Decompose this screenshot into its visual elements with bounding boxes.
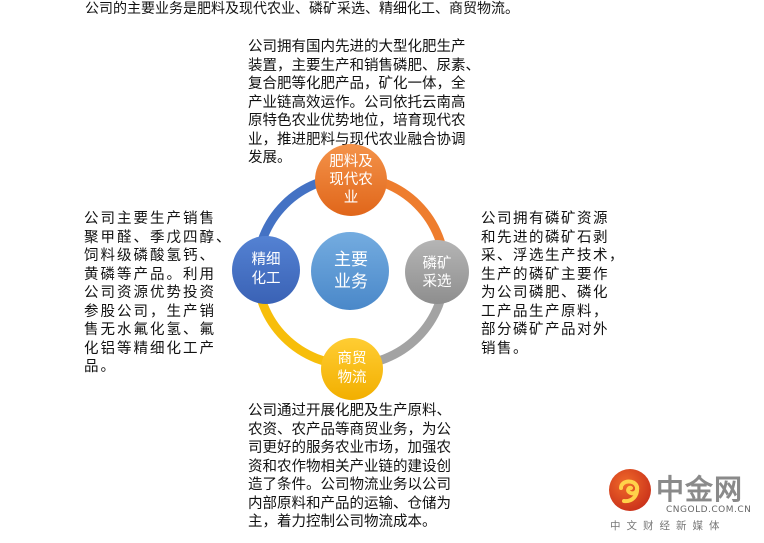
desc-line: 为公司磷肥、磷化 — [481, 285, 609, 301]
node-chemicals-circle — [232, 236, 300, 304]
desc-line: 主，着力控制公司物流成本。 — [248, 514, 437, 530]
cngold-logo-icon — [609, 469, 651, 511]
desc-line: 司更好的服务农业市场，加强农 — [248, 440, 451, 456]
desc-line: 化铝等精细化工产 — [84, 340, 216, 357]
node-fertilizer-circle — [315, 144, 387, 216]
desc-line: 品。 — [84, 359, 117, 375]
desc-line: 参股公司，生产销 — [84, 303, 216, 320]
node-label-line: 物流 — [337, 370, 367, 386]
intro-text: 公司的主要业务是肥料及现代农业、磷矿采选、精细化工、商贸物流。 — [85, 1, 519, 17]
desc-line: 生产的磷矿主要作 — [481, 266, 609, 283]
center-circle — [311, 232, 389, 310]
desc-line: 公司资源优势投资 — [84, 285, 216, 301]
desc-line: 公司通过开展化肥及生产原料、 — [248, 403, 451, 419]
desc-line: 农资、农产品等商贸业务，为公 — [248, 421, 451, 438]
desc-line: 公司主要生产销售 — [84, 211, 216, 227]
desc-line: 采、浮选生产技术， — [481, 248, 625, 264]
desc-line: 部分磷矿产品对外 — [481, 322, 609, 338]
desc-line: 原特色农业优势地位，培育现代农 — [248, 113, 466, 129]
desc-line: 和先进的磷矿石剥 — [481, 229, 609, 246]
node-label-line: 商贸 — [337, 351, 367, 367]
desc-line: 饲料级磷酸氢钙、 — [84, 248, 216, 264]
desc-line: 业，推进肥料与现代农业融合协调 — [248, 131, 466, 148]
desc-line: 黄磷等产品。利用 — [84, 266, 216, 283]
desc-line: 公司拥有磷矿资源 — [481, 211, 609, 227]
desc-line: 内部原料和产品的运输、仓储为 — [248, 495, 451, 512]
node-label-line: 现代农 — [329, 172, 373, 188]
desc-line: 装置，主要生产和销售磷肥、尿素、 — [248, 57, 480, 74]
node-mining-circle — [405, 240, 469, 304]
description-fertilizer: 公司拥有国内先进的大型化肥生产 装置，主要生产和销售磷肥、尿素、 复合肥等化肥产… — [248, 38, 484, 168]
desc-line: 聚甲醛、季戊四醇、 — [84, 229, 233, 246]
desc-line: 发展。 — [248, 150, 292, 166]
node-label-line: 化工 — [251, 271, 281, 287]
desc-line: 造了条件。公司物流业务以公司 — [248, 477, 451, 493]
center-label-line: 业务 — [334, 272, 368, 292]
node-fertilizer-label: 肥料及 现代农 业 — [316, 153, 386, 207]
desc-line: 产业链高效运作。公司依托云南高 — [248, 94, 466, 111]
desc-line: 售无水氟化氢、氟 — [84, 322, 216, 338]
description-fine-chemicals: 公司主要生产销售 聚甲醛、季戊四醇、 饲料级磷酸氢钙、 黄磷等产品。利用 公司资… — [84, 210, 236, 377]
node-mining-label: 磷矿 采选 — [407, 254, 467, 292]
watermark-tagline: 中文财经新媒体 — [610, 520, 726, 532]
desc-line: 销售。 — [481, 340, 529, 357]
node-chemicals-label: 精细 化工 — [236, 251, 296, 289]
description-trade-logistics: 公司通过开展化肥及生产原料、 农资、农产品等商贸业务，为公 司更好的服务农业市场… — [248, 402, 484, 532]
node-label-line: 肥料及 — [329, 154, 373, 170]
desc-line: 工产品生产原料， — [481, 303, 609, 320]
node-label-line: 磷矿 — [422, 256, 452, 272]
center-label-line: 主要 — [334, 250, 368, 270]
node-label-line: 采选 — [422, 274, 452, 290]
desc-line: 公司拥有国内先进的大型化肥生产 — [248, 39, 466, 55]
node-logistics-label: 商贸 物流 — [322, 350, 382, 388]
watermark-url: CNGOLD.COM.CN — [666, 505, 752, 515]
watermark-name: 中金网 — [656, 473, 744, 506]
desc-line: 资和农作物相关产业链的建设创 — [248, 458, 451, 475]
node-label-line: 业 — [343, 190, 359, 206]
desc-line: 复合肥等化肥产品，矿化一体，全 — [248, 76, 466, 92]
center-label: 主要 业务 — [311, 249, 391, 293]
description-phosphate-mining: 公司拥有磷矿资源 和先进的磷矿石剥 采、浮选生产技术， 生产的磷矿主要作 为公司… — [481, 210, 637, 358]
node-logistics-circle — [321, 338, 383, 400]
cngold-watermark: 中金网 CNGOLD.COM.CN 中文财经新媒体 — [606, 466, 756, 536]
node-label-line: 精细 — [251, 252, 281, 268]
